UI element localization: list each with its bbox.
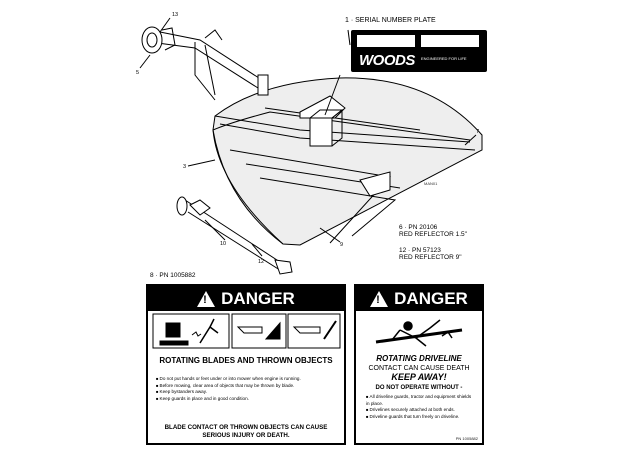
callout-12: 12 bbox=[258, 259, 264, 265]
danger-left-bullet: Do not put hands or feet under or into m… bbox=[156, 376, 338, 383]
danger-right-bullets: All driveline guards, tractor and equipm… bbox=[366, 394, 474, 420]
callout-10: 10 bbox=[220, 241, 226, 247]
blade-pictograms bbox=[152, 313, 341, 349]
danger-header-text: DANGER bbox=[221, 288, 295, 308]
serial-plate-label: 1 · SERIAL NUMBER PLATE bbox=[345, 17, 436, 24]
reflector-amber-part: 6 · PN 20106 bbox=[399, 224, 438, 231]
callout-13: 13 bbox=[172, 12, 178, 18]
decal-8-part: 8 · PN 1005882 bbox=[150, 272, 196, 279]
danger-right-bullet: Drivelines securely attached at both end… bbox=[366, 407, 474, 414]
danger-right-line3: KEEP AWAY! bbox=[391, 372, 447, 382]
danger-right-bullet: All driveline guards, tractor and equipm… bbox=[366, 394, 474, 407]
danger-right-title: ROTATING DRIVELINE bbox=[376, 354, 462, 363]
danger-left-bullet: Keep bystanders away. bbox=[156, 389, 338, 396]
warning-triangle-icon: ! bbox=[370, 290, 389, 307]
reflector-red-part: 12 · PN 57123 bbox=[399, 247, 441, 254]
serial-number-plate: WOODS ENGINEERED FOR LIFE bbox=[351, 30, 487, 72]
plate-subtext: ENGINEERED FOR LIFE bbox=[421, 56, 467, 61]
callout-9: 9 bbox=[340, 242, 343, 248]
danger-right-bullet: Driveline guards that turn freely on dri… bbox=[366, 414, 474, 421]
danger-left-bullets: Do not put hands or feet under or into m… bbox=[156, 376, 338, 402]
callout-3: 3 bbox=[183, 164, 186, 170]
danger-left-bullet: Before mowing, clear area of objects tha… bbox=[156, 383, 338, 390]
danger-decal-driveline: ! DANGER ROTATING DRIVELINE CONTACT CAN … bbox=[354, 284, 484, 445]
danger-header: ! DANGER bbox=[356, 286, 482, 311]
reflector-amber-desc: RED REFLECTOR 1.5" bbox=[399, 231, 467, 238]
danger-right-code: PN 1005882 bbox=[455, 436, 478, 441]
plate-serial-box bbox=[421, 35, 479, 47]
reflector-red-desc: RED REFLECTOR 9" bbox=[399, 254, 462, 261]
danger-right-line4: DO NOT OPERATE WITHOUT - bbox=[375, 385, 463, 391]
danger-header-text: DANGER bbox=[394, 288, 468, 308]
warning-triangle-icon: ! bbox=[197, 290, 216, 307]
danger-left-title: ROTATING BLADES AND THROWN OBJECTS bbox=[159, 356, 333, 365]
driveline-entanglement-icon bbox=[375, 319, 463, 347]
danger-left-bullet: Keep guards in place and in good conditi… bbox=[156, 396, 338, 403]
plate-brand: WOODS bbox=[359, 52, 415, 69]
danger-decal-blades: ! DANGER ROTATING BLADES AND THROWN OBJE… bbox=[146, 284, 346, 445]
callout-5: 5 bbox=[136, 70, 139, 76]
danger-right-line2: CONTACT CAN CAUSE DEATH bbox=[368, 365, 470, 372]
danger-left-footer: BLADE CONTACT OR THROWN OBJECTS CAN CAUS… bbox=[164, 424, 328, 439]
figure-code: MAN01 bbox=[424, 181, 438, 186]
callout-7: 7 bbox=[476, 129, 479, 135]
danger-header: ! DANGER bbox=[148, 286, 344, 311]
plate-model-box bbox=[357, 35, 415, 47]
